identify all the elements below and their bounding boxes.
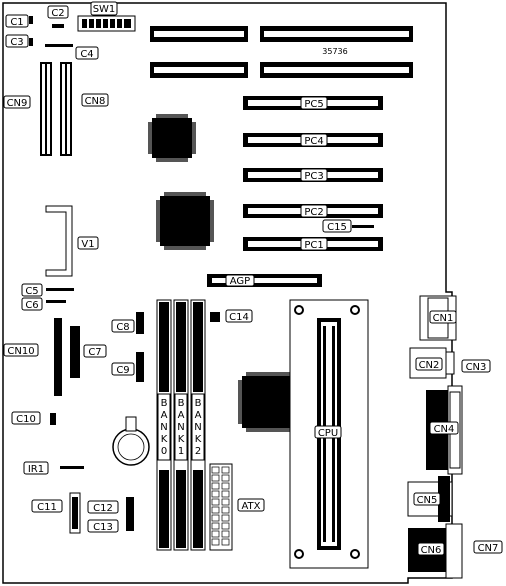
label-cn9: CN9 [7, 98, 28, 109]
label-c4: C4 [80, 49, 93, 60]
label-v1: V1 [81, 239, 94, 250]
label-pc4: PC4 [304, 136, 323, 147]
label-pc5: PC5 [304, 99, 323, 110]
label-pc2: PC2 [304, 207, 323, 218]
label-cn1: CN1 [433, 313, 454, 324]
label-c14: C14 [229, 312, 249, 323]
svg-text:2: 2 [195, 446, 201, 457]
label-c13: C13 [93, 522, 113, 533]
atx-connector [209, 463, 233, 551]
label-atx: ATX [241, 501, 260, 512]
label-c9: C9 [116, 365, 129, 376]
svg-text:K: K [178, 434, 185, 445]
cn10-header [54, 318, 62, 396]
label-cn3: CN3 [466, 362, 487, 373]
label-sw1: SW1 [93, 4, 116, 15]
svg-text:A: A [161, 410, 168, 421]
label-cn7: CN7 [478, 543, 499, 554]
svg-text:A: A [195, 410, 202, 421]
svg-text:K: K [161, 434, 168, 445]
label-cn8: CN8 [85, 96, 106, 107]
chips [148, 114, 298, 432]
label-c3: C3 [10, 37, 23, 48]
svg-text:A: A [178, 410, 185, 421]
label-cn10: CN10 [7, 346, 34, 357]
label-ir1: IR1 [28, 464, 44, 475]
svg-text:K: K [195, 434, 202, 445]
svg-text:0: 0 [161, 446, 167, 457]
label-c10: C10 [16, 414, 36, 425]
label-cn5: CN5 [417, 495, 438, 506]
label-c15: C15 [327, 222, 347, 233]
isa-slots [150, 26, 413, 78]
label-pc1: PC1 [304, 240, 323, 251]
ide-headers [40, 62, 72, 156]
battery [112, 416, 150, 466]
jumpers-top-left [29, 16, 73, 47]
label-pc3: PC3 [304, 171, 323, 182]
pci-slot-labels: PC5 PC4 PC3 PC2 PC1 [300, 96, 328, 251]
label-cn6: CN6 [421, 545, 442, 556]
label-c7: C7 [88, 347, 101, 358]
svg-text:1: 1 [178, 446, 184, 457]
label-c11: C11 [37, 502, 57, 513]
label-c1: C1 [10, 17, 23, 28]
svg-text:B: B [178, 398, 185, 409]
bank-0-label: B A N K 0 [160, 398, 167, 457]
label-cpu: CPU [318, 428, 338, 439]
svg-text:N: N [177, 422, 184, 433]
label-c12: C12 [93, 503, 113, 514]
label-agp: AGP [230, 276, 250, 287]
svg-text:B: B [161, 398, 168, 409]
svg-text:N: N [194, 422, 201, 433]
label-c8: C8 [116, 322, 129, 333]
bank-2-label: B A N K 2 [194, 398, 201, 457]
label-c6: C6 [25, 300, 38, 311]
board-code: 35736 [322, 47, 347, 56]
label-cn4: CN4 [434, 424, 455, 435]
v1-bracket [45, 205, 73, 277]
memory-banks [156, 299, 206, 551]
label-c5: C5 [25, 286, 38, 297]
label-c2: C2 [51, 8, 64, 19]
label-cn2: CN2 [419, 360, 440, 371]
svg-text:B: B [195, 398, 202, 409]
svg-text:N: N [160, 422, 167, 433]
bank-1-label: B A N K 1 [177, 398, 184, 457]
